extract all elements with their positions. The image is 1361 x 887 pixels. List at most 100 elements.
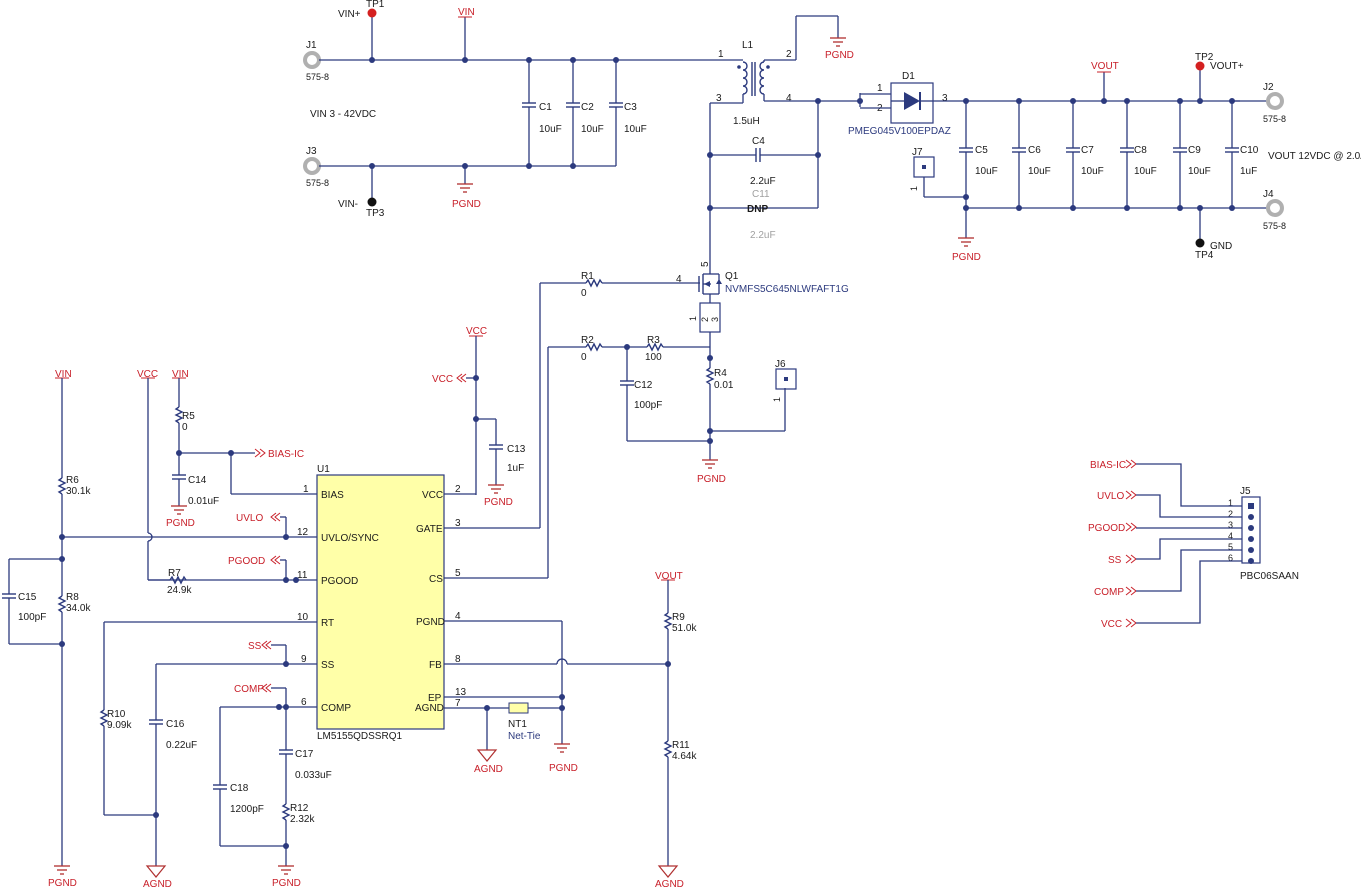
tp4-testpoint	[1195, 238, 1205, 248]
c5-value: 10uF	[975, 166, 998, 177]
j2-ref: J2	[1263, 82, 1274, 93]
bias-section: VIN R5 0 BIAS-IC C14 0.01uF PGND	[166, 369, 304, 529]
r12-value: 2.32k	[290, 814, 315, 825]
q1-pin3: 3	[710, 317, 720, 322]
r7-ref: R7	[168, 568, 181, 579]
r2-value: 0	[581, 352, 587, 363]
c3-value: 10uF	[624, 124, 647, 135]
q1-pin5: 5	[700, 261, 711, 267]
r11-ref: R11	[672, 740, 690, 751]
c7-value: 10uF	[1081, 166, 1104, 177]
c12-value: 100pF	[634, 400, 662, 411]
c3-ref: C3	[624, 102, 637, 113]
j3-ref: J3	[306, 146, 317, 157]
pgnd-label-input: PGND	[452, 199, 481, 210]
tp1-net: VIN+	[338, 9, 361, 20]
j1-terminal	[303, 51, 321, 69]
pgnd-label-ic: PGND	[549, 763, 578, 774]
l1-pin3: 3	[716, 93, 722, 104]
u1-ic: U1 LM5155QDSSRQ1 1 BIAS 12 UVLO/SYNC 11 …	[62, 464, 668, 742]
tp1-testpoint	[367, 8, 377, 18]
c9-value: 10uF	[1188, 166, 1211, 177]
d1-part: PMEG045V100EPDAZ	[848, 126, 951, 137]
j2-terminal	[1266, 92, 1284, 110]
u1-pin6-name: COMP	[321, 703, 351, 714]
c6-ref: C6	[1028, 145, 1041, 156]
u1-pin12-name: UVLO/SYNC	[321, 533, 379, 544]
c12-ref: C12	[634, 380, 653, 391]
vcc-port-label: VCC	[432, 374, 453, 385]
vcc-net-label-top: VCC	[466, 326, 487, 337]
u1-pin3-num: 3	[455, 518, 461, 529]
l1-pin2: 2	[786, 49, 792, 60]
c17-value: 0.033uF	[295, 770, 332, 781]
d1-ref: D1	[902, 71, 915, 82]
r5-ref: R5	[182, 411, 195, 422]
tp2-testpoint	[1195, 61, 1205, 71]
uvlo-port-label: UVLO	[236, 513, 263, 524]
r6-ref: R6	[66, 475, 79, 486]
feedback-divider: VOUT R9 51.0k R11 4.64k AGND	[655, 571, 697, 887]
j5-pin1: 1	[1228, 498, 1233, 508]
r4-value: 0.01	[714, 380, 734, 391]
j5-ref: J5	[1240, 486, 1251, 497]
r5-value: 0	[182, 422, 188, 433]
u1-part: LM5155QDSSRQ1	[317, 731, 402, 742]
d1-pin3: 3	[942, 93, 948, 104]
pgnd-label-c13: PGND	[484, 497, 513, 508]
j4-terminal	[1266, 199, 1284, 217]
tp1-ref: TP1	[366, 0, 385, 10]
j5-header: J5 1 2 3 4 5 6 PBC06SAAN BIAS-IC UVLO PG…	[1088, 459, 1299, 630]
u1-pin2-name: VCC	[422, 490, 443, 501]
agnd-label-fb: AGND	[655, 879, 684, 887]
pgood-port-label: PGOOD	[228, 556, 265, 567]
c1-ref: C1	[539, 102, 552, 113]
u1-pin1-name: BIAS	[321, 490, 344, 501]
c2-value: 10uF	[581, 124, 604, 135]
c18-value: 1200pF	[230, 804, 264, 815]
ground-ties: PGND NT1 Net-Tie AGND	[474, 621, 578, 775]
r7-value: 24.9k	[167, 585, 192, 596]
bias-ic-port-label: BIAS-IC	[268, 449, 304, 460]
j5-pin5: 5	[1228, 542, 1233, 552]
r2-ref: R2	[581, 335, 594, 346]
c1-value: 10uF	[539, 124, 562, 135]
c17-ref: C17	[295, 749, 314, 760]
r9-value: 51.0k	[672, 623, 697, 634]
tp4-net: GND	[1210, 241, 1232, 252]
c13-value: 1uF	[507, 463, 524, 474]
r10-value: 9.09k	[107, 720, 132, 731]
l1-ref: L1	[742, 40, 754, 51]
c10-value: 1uF	[1240, 166, 1257, 177]
pgnd-label-left: PGND	[48, 878, 77, 887]
c9-ref: C9	[1188, 145, 1201, 156]
j2-part: 575-8	[1263, 114, 1286, 124]
u1-pin5-num: 5	[455, 568, 461, 579]
vout-net-label-top: VOUT	[1091, 61, 1119, 72]
input-section: J1 575-8 TP1 VIN+ VIN C1 10uF C2 10uF C3…	[303, 0, 720, 219]
j7-pin: 1	[909, 186, 919, 191]
tp2-net: VOUT+	[1210, 61, 1244, 72]
j6-pin: 1	[772, 397, 782, 402]
pgnd-label-c14: PGND	[166, 518, 195, 529]
u1-pin10-num: 10	[297, 612, 309, 623]
j5-vcc-label: VCC	[1101, 619, 1122, 630]
nt1-value: Net-Tie	[508, 731, 541, 742]
c16-ref: C16	[166, 719, 185, 730]
j1-part: 575-8	[306, 72, 329, 82]
q1-ref: Q1	[725, 271, 739, 282]
j3-terminal	[303, 157, 321, 175]
j5-part: PBC06SAAN	[1240, 571, 1299, 582]
r3-ref: R3	[647, 335, 660, 346]
r8-ref: R8	[66, 592, 79, 603]
u1-pin1-num: 1	[303, 484, 309, 495]
pgnd-label-l1: PGND	[825, 50, 854, 61]
l1-transformer: L1 1 2 3 4 PGND 1.5uH C4 2.2uF C11 DNP 2…	[707, 15, 860, 270]
pgnd-label-sense: PGND	[697, 474, 726, 485]
c11-value: 2.2uF	[750, 230, 776, 241]
l1-pin1: 1	[718, 49, 724, 60]
c2-ref: C2	[581, 102, 594, 113]
c8-ref: C8	[1134, 145, 1147, 156]
vcc-net-label-left: VCC	[137, 369, 158, 380]
c4-value: 2.2uF	[750, 176, 776, 187]
